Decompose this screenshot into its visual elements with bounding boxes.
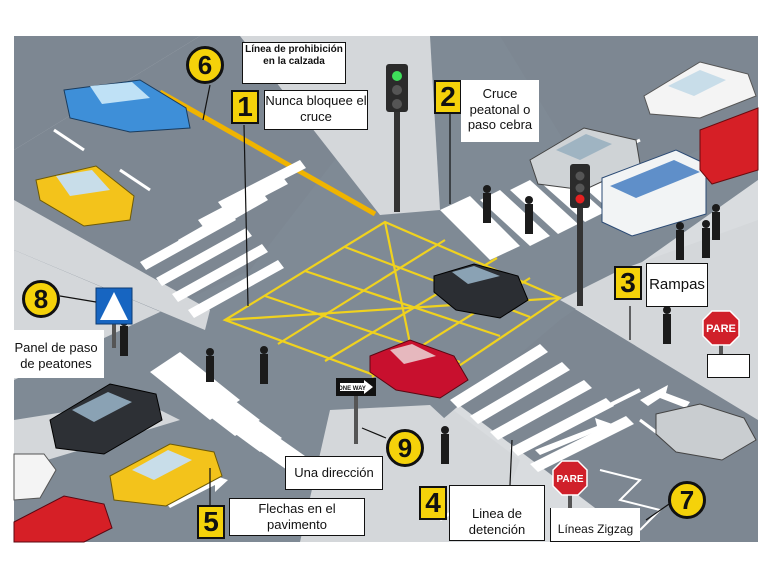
stop-sign-bottom-text: PARE xyxy=(556,474,583,485)
marker-5: 5 xyxy=(197,505,225,539)
label-one-way: Una dirección xyxy=(285,456,383,490)
bus-white xyxy=(601,149,707,237)
car-white-top-right xyxy=(643,61,757,119)
label-never-block-crossing: Nunca bloquee el cruce xyxy=(264,90,368,130)
one-way-sign-text: ONE WAY xyxy=(338,386,366,392)
one-way-sign: ONE WAY xyxy=(336,378,376,444)
car-silver-bottom-right xyxy=(655,403,757,461)
traffic-light-top xyxy=(386,64,408,212)
label-zebra-crossing: Cruce peatonal o paso cebra xyxy=(461,80,539,142)
marker-6: 6 xyxy=(186,46,224,84)
label-zigzag-lines: Líneas Zigzag xyxy=(550,508,640,542)
pavement-arrows xyxy=(166,385,690,508)
pointer-lines xyxy=(59,84,673,521)
car-red-center xyxy=(369,339,469,399)
car-blue xyxy=(63,79,191,133)
label-ramps: Rampas xyxy=(646,263,708,307)
stop-sign-right: PARE xyxy=(702,310,740,368)
stop-line xyxy=(559,388,641,432)
marker-1: 1 xyxy=(231,90,259,124)
car-black-center xyxy=(433,263,529,319)
car-yellow-bottom xyxy=(109,443,223,507)
traffic-light-right xyxy=(570,164,590,306)
pedestrians xyxy=(120,185,720,464)
label-empty-box xyxy=(707,354,750,378)
label-stop-line: Linea de detención xyxy=(449,485,545,541)
stop-sign-right-text: PARE xyxy=(706,323,736,335)
label-pedestrian-panel: Panel de paso de peatones xyxy=(8,330,104,378)
marker-4: 4 xyxy=(419,486,447,520)
marker-2: 2 xyxy=(434,80,462,114)
car-white-bottom-left xyxy=(13,453,57,501)
curb-left xyxy=(14,200,210,330)
pedestrian-crossing-panel xyxy=(95,287,133,348)
label-pavement-arrows: Flechas en el pavimento xyxy=(229,498,365,536)
car-red-bottom xyxy=(13,495,113,543)
car-yellow-top xyxy=(35,165,135,227)
label-no-parking-line: Línea de prohibición en la calzada xyxy=(242,42,346,84)
truck-red xyxy=(699,107,759,185)
car-black-left xyxy=(49,383,163,455)
marker-3: 3 xyxy=(614,266,642,300)
yellow-curb-line xyxy=(158,89,377,217)
zigzag-lines xyxy=(599,469,662,531)
marker-7: 7 xyxy=(668,481,706,519)
zebra-crossing-left xyxy=(150,352,325,484)
marker-9: 9 xyxy=(386,429,424,467)
marker-8: 8 xyxy=(22,280,60,318)
